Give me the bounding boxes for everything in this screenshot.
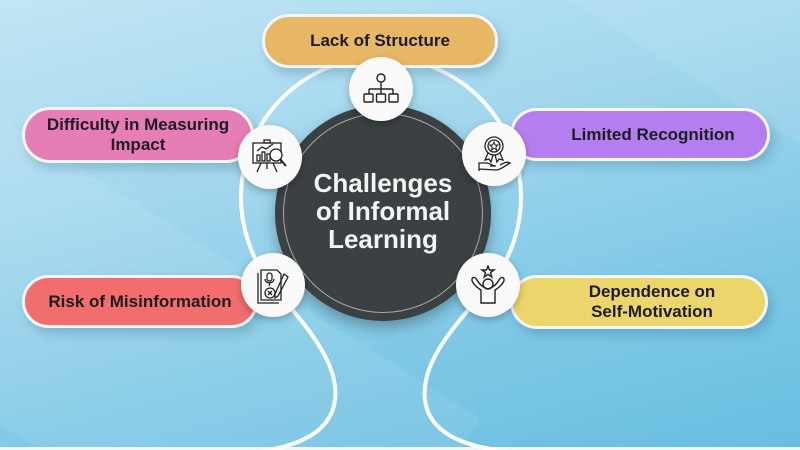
- person-arms-raised-star-icon: [456, 253, 520, 317]
- presentation-chart-magnifier-icon: [238, 125, 302, 189]
- item-risk-of-misinformation: Risk of Misinformation: [22, 275, 258, 328]
- item-label: Lack of Structure: [310, 31, 450, 50]
- item-label: Limited Recognition: [571, 124, 735, 144]
- document-mic-pencil-x-icon: [241, 253, 305, 317]
- center-title: Challenges of Informal Learning: [313, 168, 453, 254]
- bottom-strip: [0, 447, 800, 450]
- item-label: Risk of Misinformation: [48, 291, 232, 311]
- hierarchy-org-chart-icon: [349, 57, 413, 121]
- item-limited-recognition: Limited Recognition: [510, 108, 770, 161]
- item-dependence-on-self-motivation: Dependence on Self-Motivation: [510, 275, 768, 329]
- item-difficulty-in-measuring-impact: Difficulty in Measuring Impact: [22, 107, 254, 163]
- award-in-hand-icon: [462, 122, 526, 186]
- item-label: Difficulty in Measuring Impact: [46, 115, 230, 154]
- item-label: Dependence on Self-Motivation: [588, 282, 716, 321]
- center-title-circle: Challenges of Informal Learning: [275, 105, 491, 321]
